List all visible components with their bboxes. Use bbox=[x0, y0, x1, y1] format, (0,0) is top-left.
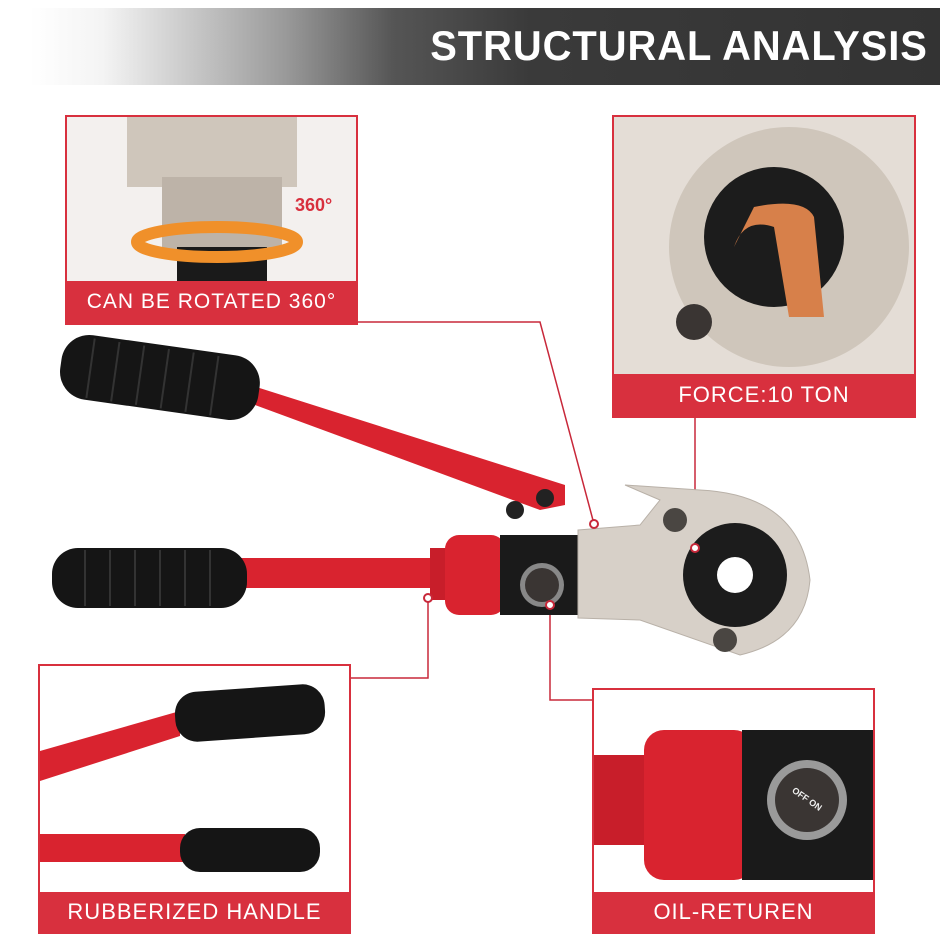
callout-oil-return: OFF ON OIL-RETUREN bbox=[592, 688, 875, 934]
oil-valve-detail-image bbox=[594, 730, 873, 880]
header-banner: STRUCTURAL ANALYSIS bbox=[30, 8, 940, 85]
rotation-degree-badge: 360° bbox=[295, 195, 333, 215]
rotation-detail-image bbox=[127, 117, 303, 287]
lower-grip bbox=[52, 548, 247, 608]
rotation-arrow-icon bbox=[131, 221, 303, 263]
force-detail-image bbox=[614, 117, 914, 377]
upper-grip bbox=[60, 335, 260, 420]
handle-label: RUBBERIZED HANDLE bbox=[40, 892, 349, 932]
rotation-label: CAN BE ROTATED 360° bbox=[67, 281, 356, 323]
upper-handle-bar bbox=[250, 385, 565, 510]
lower-handle-bar bbox=[240, 558, 440, 588]
callout-handle: RUBBERIZED HANDLE bbox=[38, 664, 351, 934]
callout-force: FORCE:10 TON bbox=[612, 115, 916, 418]
handle-detail-image bbox=[40, 684, 326, 872]
copper-pipe bbox=[734, 203, 824, 317]
page-title: STRUCTURAL ANALYSIS bbox=[430, 22, 928, 69]
force-label: FORCE:10 TON bbox=[614, 374, 914, 416]
pump-body bbox=[445, 535, 505, 615]
oil-return-label: OIL-RETUREN bbox=[594, 892, 873, 932]
callout-rotation: 360° CAN BE ROTATED 360° bbox=[65, 115, 358, 325]
